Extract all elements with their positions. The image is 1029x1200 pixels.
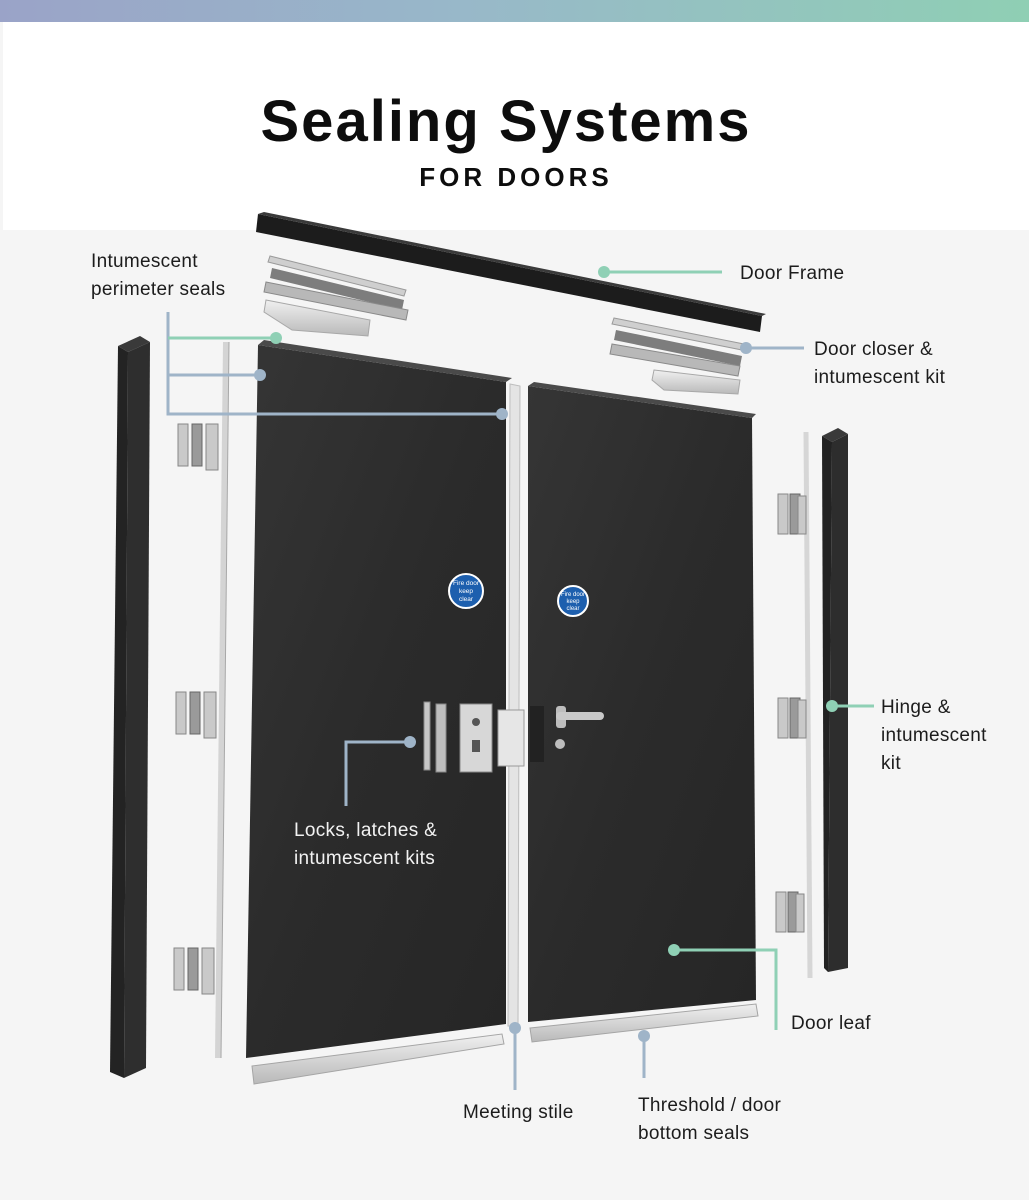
sign-left-line1: Fire door (453, 580, 480, 587)
hinge-sets-left (173, 423, 219, 995)
leader-lines (166, 270, 874, 1090)
label-door-frame: Door Frame (740, 263, 845, 284)
lock-assembly (423, 701, 604, 773)
sign-right-line3: clear (566, 606, 579, 612)
page-title: Sealing Systems (260, 89, 752, 154)
sign-left-line2: keep (459, 588, 473, 595)
right-jamb (822, 428, 848, 972)
left-door-leaf (246, 340, 512, 1058)
label-threshold-seals: Threshold / door bottom seals (638, 1095, 782, 1144)
sign-right-line2: keep (566, 599, 580, 605)
label-locks-latches: Locks, latches & intumescent kits (294, 820, 438, 869)
fire-door-sign-left: Fire door keep clear (448, 573, 484, 609)
left-jamb (110, 336, 150, 1078)
label-door-closer: Door closer & intumescent kit (814, 339, 946, 388)
right-closer-kit (609, 317, 745, 395)
meeting-stile (507, 383, 521, 1027)
label-perimeter-seals: Intumescent perimeter seals (91, 251, 226, 300)
label-meeting-stile: Meeting stile (463, 1102, 574, 1123)
fire-door-sign-right: Fire door keep clear (557, 585, 589, 617)
sign-left-line3: clear (459, 596, 474, 603)
label-hinge-kit: Hinge & intumescent kit (881, 697, 987, 774)
door-frame-head (256, 212, 766, 332)
hinge-sets-right (775, 493, 807, 933)
threshold-seals (251, 1003, 759, 1085)
header-panel (3, 22, 1029, 230)
right-door-leaf (528, 382, 756, 1022)
left-closer-kit (263, 255, 409, 337)
label-door-leaf: Door leaf (791, 1013, 871, 1034)
page-subtitle: FOR DOORS (419, 162, 613, 192)
leader-dots (254, 266, 838, 1042)
sign-right-line1: Fire door (561, 592, 585, 598)
gradient-top-bar (0, 0, 1029, 22)
